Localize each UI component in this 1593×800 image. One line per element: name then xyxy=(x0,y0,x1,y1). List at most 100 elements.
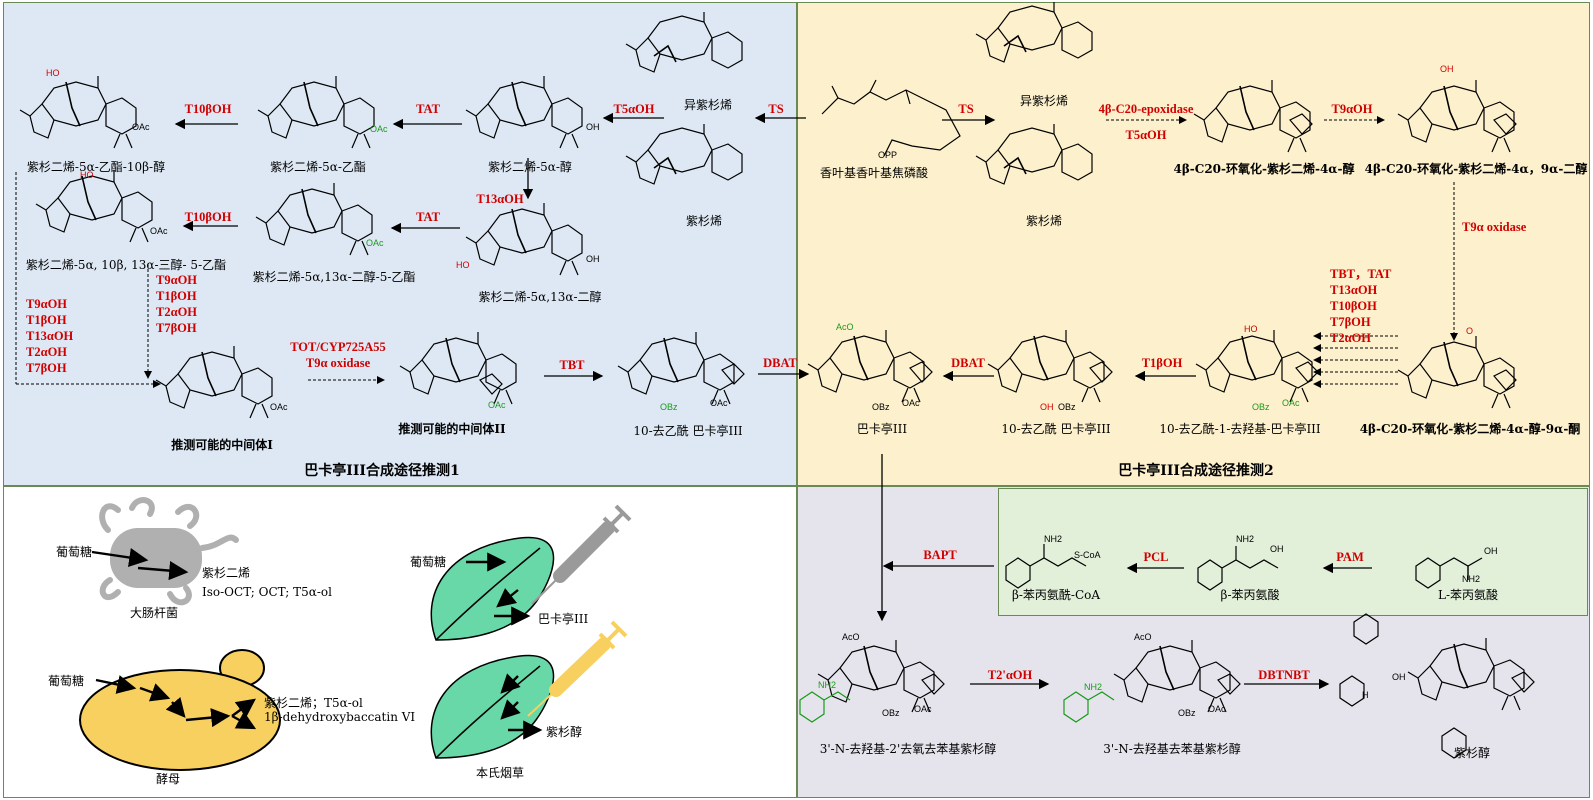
compound-taxadien-diol-acetate: 紫杉二烯-5α,13α-二醇-5-乙酯 xyxy=(252,270,416,284)
compound-taxadien-5a-acetate: 紫杉二烯-5α-乙酯 xyxy=(270,160,366,174)
tobacco-product-taxol: 紫杉醇 xyxy=(546,725,583,739)
l-phenylalanine-structure xyxy=(1415,557,1483,589)
obz-label: OBz xyxy=(1178,708,1196,718)
compound-baccatin: 巴卡亭III xyxy=(856,422,908,436)
compound-deacetyl-dehydroxy-baccatin: 10-去乙酰-1-去羟基-巴卡亭III xyxy=(1159,422,1321,436)
oh-label: OH xyxy=(1440,64,1454,74)
compound-taxadiene-r2: 紫杉烯 xyxy=(1025,214,1063,228)
compound-n-debenzoyl-taxol: 3'-N-去羟基去苯基紫杉醇 xyxy=(1103,742,1241,756)
enzyme-bapt: BAPT xyxy=(923,548,957,562)
ho-label: HO xyxy=(80,170,94,180)
oh-label: OH xyxy=(1040,402,1054,412)
oac-label: OAc xyxy=(132,122,150,132)
nh2-label: NH2 xyxy=(1236,534,1254,544)
obz-label: OBz xyxy=(882,708,900,718)
nh2-label: NH2 xyxy=(1462,574,1480,584)
ggpp-structure xyxy=(821,89,961,157)
compound-epoxy-4a-9a-diol: 4β-C20-环氧化-紫杉二烯-4α，9α-二醇 xyxy=(1364,162,1588,176)
syringe-gray xyxy=(531,504,632,605)
enzyme-dbtnbt: DBTNBT xyxy=(1258,668,1310,682)
route1-title: 巴卡亭III合成途径推测1 xyxy=(304,463,460,479)
aco-label: AcO xyxy=(842,632,860,642)
enzyme-t1boh: T1βOH xyxy=(1141,356,1183,370)
oac-label: OAc xyxy=(914,704,932,714)
compound-taxol: 紫杉醇 xyxy=(1453,746,1491,760)
compound-intermediate-2: 推测可能的中间体II xyxy=(398,422,506,436)
obz-label: OBz xyxy=(1058,402,1076,412)
ho-label: HO xyxy=(46,68,60,78)
oh-label: OH xyxy=(586,254,600,264)
compound-iso-taxadiene: 异紫杉烯 xyxy=(683,98,733,112)
yeast-product: 紫杉二烯；T5α-ol xyxy=(264,696,363,710)
oac-label: OAc xyxy=(366,238,384,248)
oac-label: OAc xyxy=(1282,398,1300,408)
enzyme-dbat-right: DBAT xyxy=(951,356,985,370)
compound-b-phenylalanoyl-coa: β-苯丙氨酰-CoA xyxy=(1011,588,1101,602)
tobacco-leaf-2 xyxy=(430,654,555,759)
yeast-illustration xyxy=(79,649,281,771)
enzyme-ts-right: TS xyxy=(958,102,974,116)
nh2-label: NH2 xyxy=(1044,534,1062,544)
route1-panel xyxy=(3,2,797,486)
route2-title: 巴卡亭III合成途径推测2 xyxy=(1118,463,1274,479)
h-label: H xyxy=(1362,690,1369,700)
enzyme-t13aoh: T13αOH xyxy=(476,192,524,206)
compound-epoxy-4a-ol-9-one: 4β-C20-环氧化-紫杉二烯-4α-醇-9α-酮 xyxy=(1359,422,1581,436)
yeast-note: 1β-dehydroxybaccatin VI xyxy=(264,710,416,724)
enzyme-t2aoh: T2'αOH xyxy=(987,668,1033,682)
compound-taxadien-5a-acetate-10b-ol: 紫杉二烯-5α-乙酯-10β-醇 xyxy=(26,160,166,174)
compound-taxadiene: 紫杉烯 xyxy=(685,214,723,228)
compound-10-dab-left: 10-去乙酰 巴卡亭III xyxy=(633,424,743,438)
oac-label: OAc xyxy=(370,124,388,134)
enzyme-tot-cyp: TOT/CYP725A55 xyxy=(290,340,386,354)
compound-taxadien-5a-13a-diol: 紫杉二烯-5α,13α-二醇 xyxy=(478,290,602,304)
tobacco-name: 本氏烟草 xyxy=(476,766,525,780)
enzyme-t5aoh-right: T5αOH xyxy=(1125,128,1167,142)
beta-phenylalanine-panel xyxy=(998,488,1588,616)
oac-label: OAc xyxy=(270,402,288,412)
ecoli-note: Iso-OCT; OCT; T5α-ol xyxy=(202,585,332,599)
oh-label: OH xyxy=(586,122,600,132)
ho-label: HO xyxy=(456,260,470,270)
obz-label: OBz xyxy=(872,402,890,412)
enzyme-epoxidase: 4β-C20-epoxidase xyxy=(1098,102,1194,116)
oac-label: OAc xyxy=(1208,704,1226,714)
enzyme-t9aoh-right: T9αOH xyxy=(1331,102,1373,116)
yeast-name: 酵母 xyxy=(156,772,181,786)
compound-intermediate-1: 推测可能的中间体I xyxy=(171,438,273,452)
compound-taxadien-triol-acetate: 紫杉二烯-5α, 10β, 13α-三醇- 5-乙酯 xyxy=(25,258,227,272)
enzyme-dbat-left: DBAT xyxy=(763,356,797,370)
compound-taxadien-5a-ol: 紫杉二烯-5α-醇 xyxy=(488,160,572,174)
obz-label: OBz xyxy=(1252,402,1270,412)
oac-label: OAc xyxy=(150,226,168,236)
syringe-yellow xyxy=(527,620,628,717)
oac-label: OAc xyxy=(902,398,920,408)
ho-label: HO xyxy=(1244,324,1258,334)
glucose-label: 葡萄糖 xyxy=(410,555,447,569)
o-label: O xyxy=(1466,326,1473,336)
beta-phenylalanoyl-coa-structure xyxy=(1005,544,1087,589)
compound-ggpp: 香叶基香叶基焦磷酸 xyxy=(819,166,929,180)
aco-label: AcO xyxy=(1134,632,1152,642)
opp-label: OPP xyxy=(878,150,897,160)
compound-l-phenylalanine: L-苯丙氨酸 xyxy=(1437,588,1499,602)
tobacco-product-baccatin: 巴卡亭III xyxy=(538,612,589,626)
oac-label: OAc xyxy=(710,398,728,408)
compound-epoxy-4a-ol: 4β-C20-环氧化-紫杉二烯-4α-醇 xyxy=(1173,162,1355,176)
ecoli-name: 大肠杆菌 xyxy=(130,606,179,620)
glucose-label: 葡萄糖 xyxy=(56,545,93,559)
scoa-label: S-CoA xyxy=(1074,550,1101,560)
oac-label: OAc xyxy=(488,400,506,410)
enzyme-pcl: PCL xyxy=(1143,550,1169,564)
glucose-label: 葡萄糖 xyxy=(48,674,85,688)
obz-label: OBz xyxy=(660,402,678,412)
compound-iso-taxadiene-r2: 异紫杉烯 xyxy=(1019,94,1069,108)
ecoli-product: 紫杉二烯 xyxy=(202,566,251,580)
compound-n-debenzoyl-2-deoxytaxol: 3'-N-去羟基-2'去氧去苯基紫杉醇 xyxy=(819,742,997,756)
nh2-label: NH2 xyxy=(818,680,836,690)
enzyme-t10boh-top: T10βOH xyxy=(184,102,232,116)
